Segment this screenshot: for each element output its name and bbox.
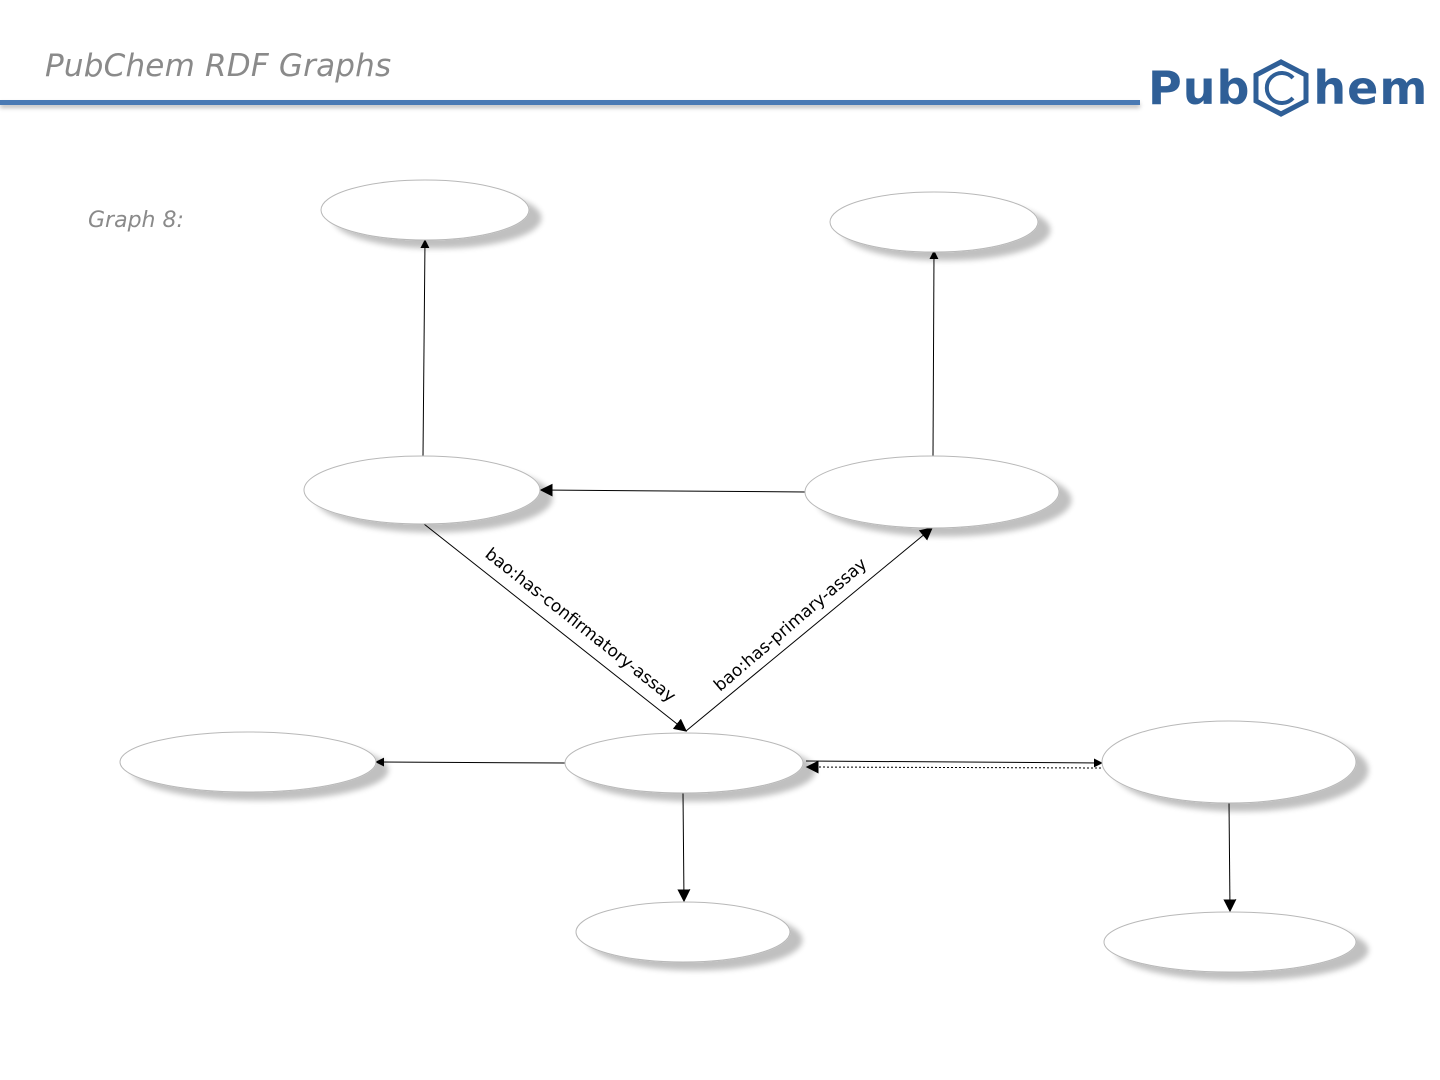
node-mid-left [303, 455, 541, 525]
pubchem-logo: Pub hem [1148, 58, 1428, 118]
node-bottom-center [575, 901, 791, 963]
edge-center-to-bottomleft [375, 757, 567, 767]
logo-text-left: Pub [1148, 61, 1251, 115]
node-bottom-right [1103, 911, 1357, 973]
edge-center-to-bottomcenter [677, 792, 691, 903]
graph-label: Graph 8: [88, 208, 184, 233]
header-divider [0, 100, 1140, 105]
edge-midright-to-topright [929, 250, 939, 457]
hexagon-logo-icon [1251, 59, 1311, 117]
edge-confirmatory-assay [423, 523, 688, 732]
edge-right-to-bottomright [1223, 801, 1237, 913]
edges [375, 239, 1237, 913]
node-right [1101, 720, 1357, 804]
edge-label-primary: bao:has-primary-assay [710, 554, 871, 696]
node-top-left [320, 179, 530, 241]
node-bottom-left [119, 731, 377, 793]
edge-midleft-to-topleft [420, 239, 430, 457]
logo-text-right: hem [1313, 61, 1429, 115]
edge-midright-to-midleft [539, 483, 807, 497]
nodes [119, 179, 1357, 973]
edge-label-confirmatory: bao:has-confirmatory-assay [481, 544, 679, 707]
node-center [564, 732, 804, 794]
node-top-right [829, 191, 1039, 253]
edge-right-to-center [805, 760, 1102, 774]
edge-center-to-right [805, 758, 1103, 768]
page-title: PubChem RDF Graphs [45, 48, 392, 84]
edge-primary-assay [685, 527, 934, 732]
node-mid-right [804, 455, 1060, 529]
